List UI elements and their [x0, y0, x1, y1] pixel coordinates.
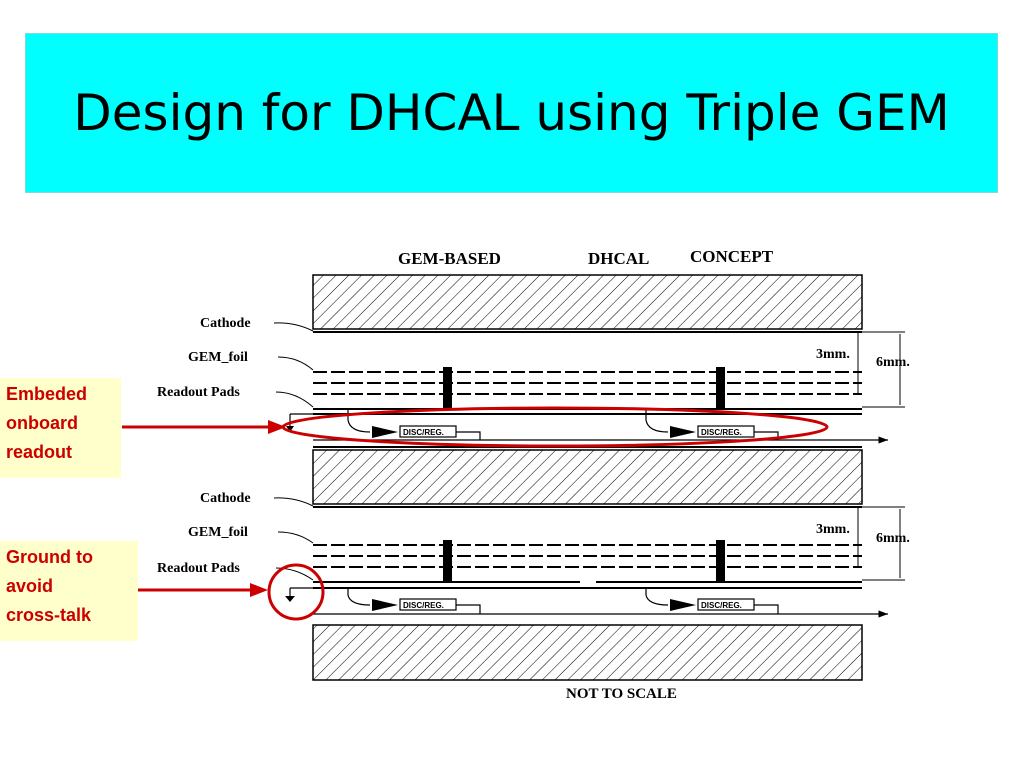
lower-gem-foil-leader — [277, 531, 314, 544]
upper-signal-trace-2 — [645, 409, 669, 433]
callout-line: cross-talk — [6, 605, 92, 625]
upper-module: DISC/REG. DISC/REG. Cathode GEM_foil Rea… — [157, 274, 910, 448]
ground-callout: Ground to avoid cross-talk — [0, 541, 138, 641]
upper-disc-out-1 — [456, 431, 481, 440]
upper-dim-6mm-label: 6mm. — [876, 355, 910, 370]
lower-ground-icon — [285, 596, 295, 602]
upper-cathode-leader — [273, 322, 314, 332]
lower-signal-trace-2 — [645, 588, 669, 606]
lower-disc-out-2 — [754, 604, 779, 614]
upper-readout-pads-label: Readout Pads — [157, 385, 240, 400]
upper-spacer-2 — [716, 367, 725, 408]
embedded-readout-callout: Embeded onboard readout — [0, 378, 121, 478]
upper-ground-icon — [286, 426, 294, 432]
lower-disc-box-2-label: DISC/REG. — [701, 601, 742, 610]
readout-callout-arrowhead-icon — [268, 420, 286, 434]
lower-dim-6mm-label: 6mm. — [876, 531, 910, 546]
callout-line: avoid — [6, 576, 54, 596]
callout-line: Ground to — [6, 547, 93, 567]
upper-disc-box-1-label: DISC/REG. — [403, 428, 444, 437]
lower-cathode-leader — [273, 497, 314, 507]
lower-dim-3mm-label: 3mm. — [816, 522, 850, 537]
lower-readout-pads-leader — [275, 567, 314, 581]
lower-module: DISC/REG. DISC/REG. Cathode GEM_foil Rea… — [157, 449, 910, 681]
lower-absorber-plate-bottom — [312, 624, 863, 681]
upper-gem-foil-leader — [277, 356, 314, 371]
upper-amplifier-2 — [670, 426, 696, 438]
lower-disc-box-1-label: DISC/REG. — [403, 601, 444, 610]
callout-line: readout — [6, 442, 73, 462]
lower-cathode-label: Cathode — [200, 491, 251, 506]
lower-amplifier-1 — [372, 599, 398, 611]
not-to-scale-label: NOT TO SCALE — [566, 686, 677, 702]
upper-dim-3mm-label: 3mm. — [816, 347, 850, 362]
ground-highlight-circle — [267, 563, 325, 621]
upper-signal-trace-1 — [347, 409, 371, 433]
lower-amplifier-2 — [670, 599, 696, 611]
title-banner: Design for DHCAL using Triple GEM — [25, 33, 998, 193]
lower-absorber-plate — [312, 449, 863, 505]
upper-gem-foil-label: GEM_foil — [188, 350, 248, 365]
diagram-heading-left: GEM-BASED — [398, 249, 501, 268]
lower-signal-trace-1 — [347, 588, 371, 606]
upper-disc-box-2-label: DISC/REG. — [701, 428, 742, 437]
lower-spacer-2 — [716, 540, 725, 582]
lower-gem-foil-label: GEM_foil — [188, 525, 248, 540]
slide-title: Design for DHCAL using Triple GEM — [73, 84, 950, 142]
diagram-heading-right: CONCEPT — [690, 247, 774, 266]
lower-spacer-1 — [443, 540, 452, 582]
upper-spacer-1 — [443, 367, 452, 408]
diagram-heading-mid: DHCAL — [588, 249, 649, 268]
upper-absorber-plate — [312, 274, 863, 330]
upper-cathode-label: Cathode — [200, 316, 251, 331]
ground-callout-arrowhead-icon — [250, 583, 268, 597]
upper-amplifier-1 — [372, 426, 398, 438]
lower-readout-pads-label: Readout Pads — [157, 561, 240, 576]
lower-disc-out-1 — [456, 604, 481, 614]
callout-line: Embeded — [6, 384, 88, 404]
callout-line: onboard — [6, 413, 78, 433]
upper-readout-pads-leader — [275, 391, 314, 408]
